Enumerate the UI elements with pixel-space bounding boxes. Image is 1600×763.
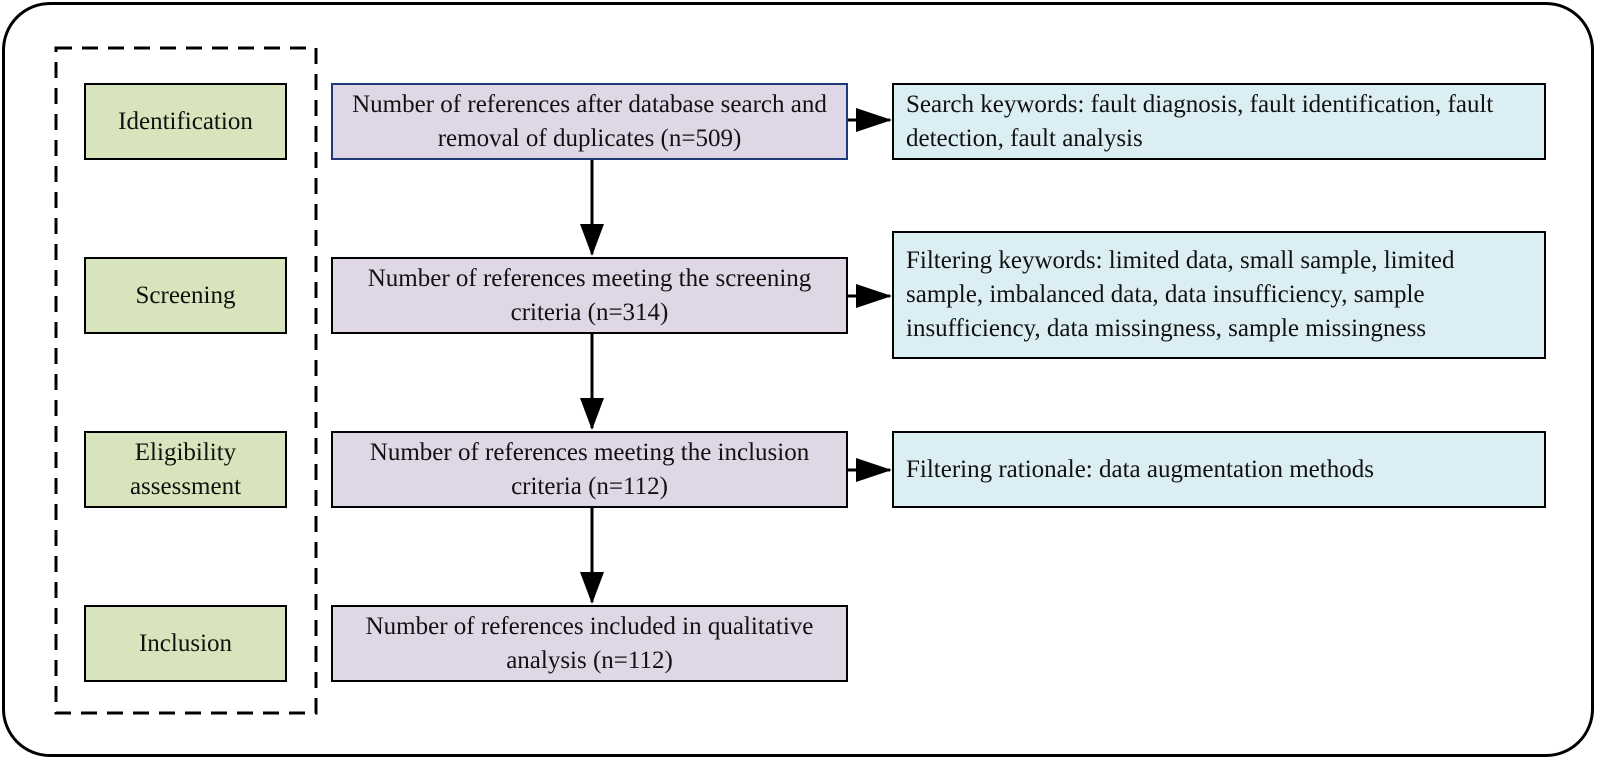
arrowhead-to-filtering-rationale (856, 458, 892, 482)
step-identification: Number of references after database sear… (331, 83, 848, 160)
note-filtering-keywords: Filtering keywords: limited data, small … (892, 231, 1546, 359)
step-screening: Number of references meeting the screeni… (331, 257, 848, 334)
stage-screening: Screening (84, 257, 287, 334)
arrowhead-to-filtering-keywords (856, 284, 892, 308)
step-eligibility: Number of references meeting the inclusi… (331, 431, 848, 508)
arrowhead-identification-to-screening (580, 224, 604, 256)
horizontal-arrows (848, 108, 892, 482)
vertical-arrows (580, 160, 604, 604)
note-search-keywords: Search keywords: fault diagnosis, fault … (892, 83, 1546, 160)
arrowhead-eligibility-to-inclusion (580, 572, 604, 604)
stage-inclusion: Inclusion (84, 605, 287, 682)
step-inclusion: Number of references included in qualita… (331, 605, 848, 682)
arrowhead-to-search-keywords (856, 108, 892, 132)
stage-identification: Identification (84, 83, 287, 160)
stage-eligibility-assessment: Eligibility assessment (84, 431, 287, 508)
note-filtering-rationale: Filtering rationale: data augmentation m… (892, 431, 1546, 508)
stage-group-dashed-border (54, 46, 318, 715)
arrowhead-screening-to-eligibility (580, 398, 604, 430)
